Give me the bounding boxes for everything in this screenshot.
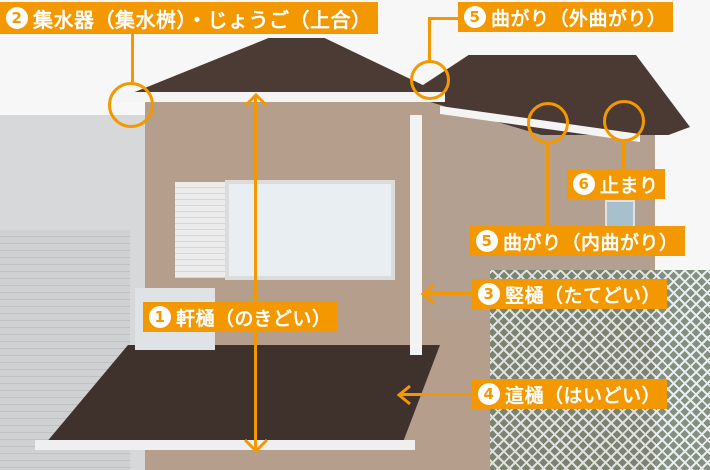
dimension-arrow-1 <box>254 95 257 450</box>
label-text: 曲がり（外曲がり） <box>491 7 667 30</box>
lower-gutter <box>35 440 415 450</box>
number-badge: 1 <box>149 306 171 328</box>
label-text: 曲がり（内曲がり） <box>503 231 679 254</box>
highlight-circle-5b <box>527 102 569 144</box>
arrow-down-icon <box>243 438 269 454</box>
label-4-crawl-pipe: 4 這樋（はいどい） <box>472 379 668 409</box>
connector-line-5a-h <box>428 17 460 20</box>
arrow-up-icon <box>243 92 269 108</box>
number-badge: 4 <box>478 383 500 405</box>
number-badge: 6 <box>573 173 595 195</box>
label-text: 竪樋（たてどい） <box>505 284 662 307</box>
arrow-left-icon-3 <box>420 283 435 305</box>
connector-line-4 <box>400 393 474 396</box>
main-gutter <box>115 92 445 102</box>
label-text: 這樋（はいどい） <box>505 384 662 407</box>
label-6-stop-end: 6 止まり <box>567 169 665 199</box>
arrow-left-icon-4 <box>396 384 411 406</box>
label-text: 止まり <box>600 174 659 197</box>
number-badge: 5 <box>464 6 486 28</box>
window-shutter <box>175 182 225 278</box>
connector-line-6 <box>622 142 625 170</box>
label-5-inner-bend: 5 曲がり（内曲がり） <box>470 226 685 256</box>
connector-line-3 <box>424 292 474 295</box>
label-text: 集水器（集水桝）・じょうご（上合） <box>33 7 372 32</box>
label-3-downpipe: 3 竪樋（たてどい） <box>472 279 668 309</box>
connector-line-5b <box>546 144 549 230</box>
connector-line-2 <box>131 30 134 82</box>
number-badge: 2 <box>6 7 28 29</box>
downpipe <box>410 115 422 355</box>
label-5-outer-bend: 5 曲がり（外曲がり） <box>458 2 673 32</box>
window <box>225 180 395 280</box>
highlight-circle-6 <box>603 100 645 142</box>
number-badge: 3 <box>478 283 500 305</box>
label-text: 軒樋（のきどい） <box>176 307 332 330</box>
label-2-collector: 2 集水器（集水桝）・じょうご（上合） <box>0 2 378 34</box>
number-badge: 5 <box>476 230 498 252</box>
label-1-eaves-gutter: 1 軒樋（のきどい） <box>143 302 338 332</box>
highlight-circle-5a <box>410 60 450 100</box>
highlight-circle-2 <box>108 82 154 128</box>
connector-line-5a-v <box>428 17 431 61</box>
